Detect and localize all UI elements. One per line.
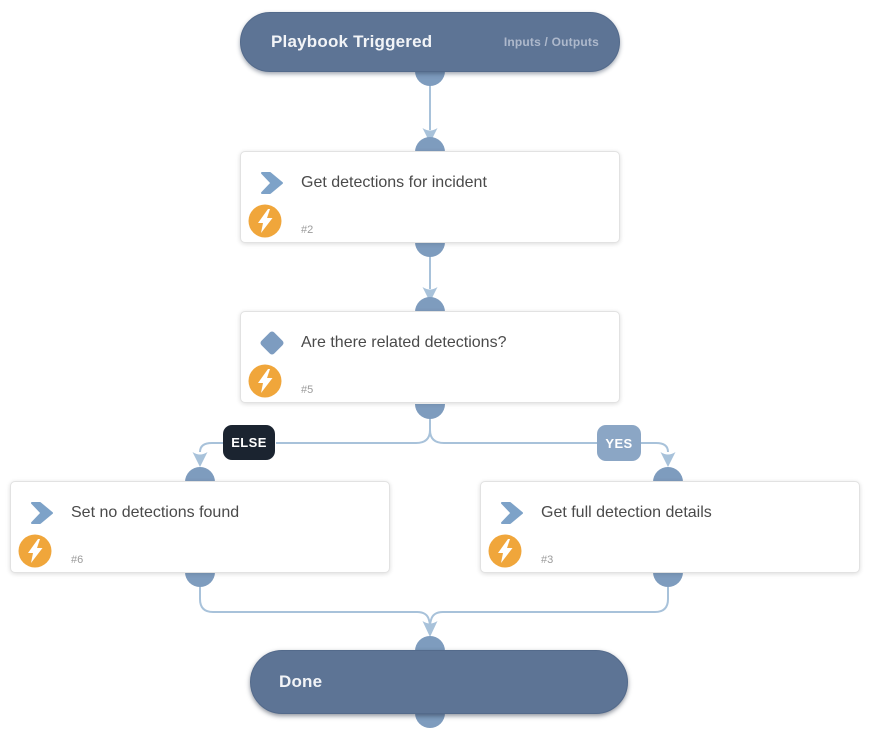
block-footer: #5 <box>248 364 313 398</box>
port-in-done[interactable] <box>415 636 445 651</box>
start-node-title: Playbook Triggered <box>271 32 433 51</box>
action-block-get-detections-for-incident[interactable]: Get detections for incident #2 <box>240 151 620 243</box>
port-in-get-detections[interactable] <box>415 137 445 152</box>
arrowhead-icon <box>422 621 438 637</box>
edge-set-no-detections-to-done <box>199 587 431 625</box>
arrowhead-icon <box>422 128 438 143</box>
lightning-bolt-icon <box>18 534 52 568</box>
block-id-label: #2 <box>301 224 314 236</box>
lightning-bolt-icon <box>488 534 522 568</box>
action-block-get-full-detection-details[interactable]: Get full detection details #3 <box>480 481 860 573</box>
edge-decision-to-else <box>276 418 431 444</box>
edge-get-full-details-to-done <box>429 587 669 625</box>
arrowhead-icon <box>192 452 208 467</box>
block-title: Set no detections found <box>71 504 240 521</box>
block-id-label: #5 <box>301 384 314 396</box>
chevron-right-icon <box>499 500 525 526</box>
edge-decision-to-yes <box>429 418 597 444</box>
decision-block-are-there-related-detections[interactable]: Are there related detections? #5 <box>240 311 620 403</box>
port-in-decision[interactable] <box>415 297 445 312</box>
lightning-bolt-icon <box>248 364 282 398</box>
block-footer: #6 <box>18 534 83 568</box>
port-out-done[interactable] <box>415 713 445 728</box>
chevron-right-icon <box>259 170 285 196</box>
arrowhead-icon <box>422 287 438 302</box>
chevron-right-icon <box>29 500 55 526</box>
branch-label-else[interactable]: ELSE <box>223 425 275 460</box>
block-header: Get detections for incident <box>241 152 619 202</box>
edge-yes-to-get-full-details <box>641 442 669 453</box>
end-node-title: Done <box>279 672 323 691</box>
port-out-set-no-detections[interactable] <box>185 572 215 587</box>
block-header: Are there related detections? <box>241 312 619 362</box>
diamond-icon <box>257 328 287 358</box>
port-out-start[interactable] <box>415 71 445 86</box>
block-id-label: #3 <box>541 554 554 566</box>
block-header: Get full detection details <box>481 482 859 532</box>
block-title: Get detections for incident <box>301 174 487 191</box>
block-footer: #2 <box>248 204 313 238</box>
port-in-get-full-details[interactable] <box>653 467 683 482</box>
block-title: Get full detection details <box>541 504 712 521</box>
block-footer: #3 <box>488 534 553 568</box>
block-id-label: #6 <box>71 554 84 566</box>
branch-label-yes[interactable]: YES <box>597 425 641 461</box>
arrowhead-icon <box>660 452 676 467</box>
port-out-decision[interactable] <box>415 404 445 419</box>
start-node[interactable]: Playbook Triggered Inputs / Outputs <box>240 12 620 72</box>
end-node-done[interactable]: Done <box>250 650 628 714</box>
edge-else-to-set-no-detections <box>199 442 223 453</box>
action-block-set-no-detections-found[interactable]: Set no detections found #6 <box>10 481 390 573</box>
lightning-bolt-icon <box>248 204 282 238</box>
port-out-get-detections[interactable] <box>415 242 445 257</box>
port-out-get-full-details[interactable] <box>653 572 683 587</box>
block-header: Set no detections found <box>11 482 389 532</box>
block-title: Are there related detections? <box>301 334 507 351</box>
port-in-set-no-detections[interactable] <box>185 467 215 482</box>
inputs-outputs-link[interactable]: Inputs / Outputs <box>503 35 599 49</box>
